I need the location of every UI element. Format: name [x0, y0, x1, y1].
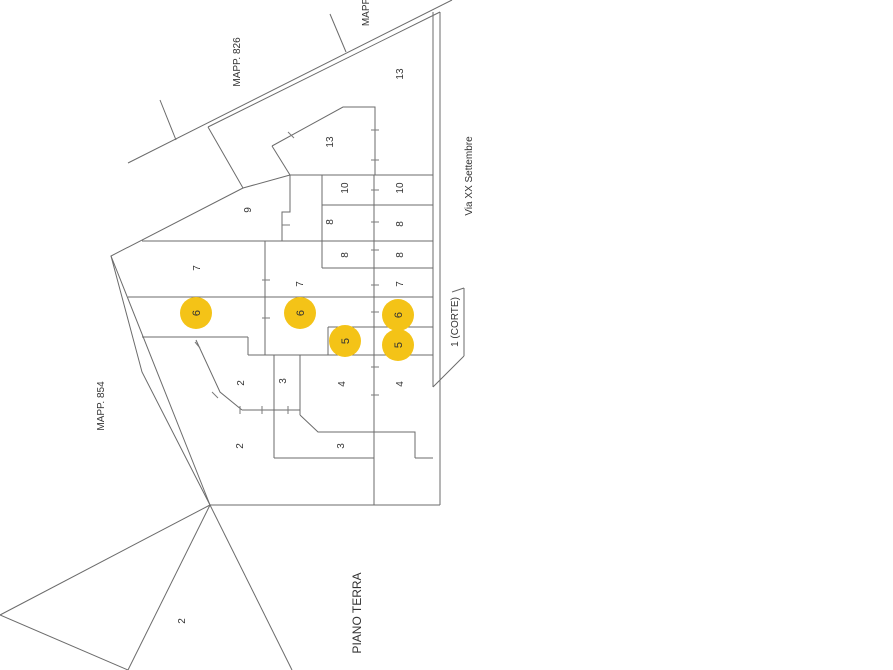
marker-circle [284, 297, 316, 329]
marker-label: 5 [393, 342, 405, 348]
marker-circle [382, 299, 414, 331]
room-label: 8 [325, 219, 336, 225]
marker-circle [329, 325, 361, 357]
label-mapp-854: MAPP. 854 [96, 381, 107, 431]
room-label: 10 [340, 182, 351, 194]
building-outline [0, 126, 440, 670]
marker-label: 6 [295, 310, 307, 316]
room-label: 2 [236, 380, 247, 386]
label-via-xx-settembre: Via XX Settembre [464, 136, 475, 216]
street-lines [127, 0, 465, 505]
room-label: 9 [243, 207, 254, 213]
room-label: 3 [336, 443, 347, 449]
label-corte: 1 (CORTE) [450, 297, 461, 347]
marker-circle [180, 297, 212, 329]
marker-label: 6 [191, 310, 203, 316]
marker-label: 5 [340, 338, 352, 344]
room-label: 3 [278, 378, 289, 384]
marker-label: 6 [393, 312, 405, 318]
label-mapp-top: MAPP [361, 0, 372, 26]
room-label: 4 [337, 381, 348, 387]
highlight-markers: 6 6 6 5 5 [180, 297, 414, 361]
room-label: 2 [235, 443, 246, 449]
room-label: 8 [340, 252, 351, 258]
label-mapp-826: MAPP. 826 [232, 37, 243, 87]
marker-circle [382, 329, 414, 361]
room-label: 10 [395, 182, 406, 194]
room-label: 13 [325, 136, 336, 148]
room-label: 7 [395, 281, 406, 287]
room-label: 7 [295, 281, 306, 287]
label-piano-terra: PIANO TERRA [350, 572, 364, 653]
room-label: 4 [395, 381, 406, 387]
room-label: 2 [177, 618, 188, 624]
door-ticks [194, 129, 379, 414]
room-label: 13 [395, 68, 406, 80]
room-numbers: 13 13 10 10 9 8 8 8 8 7 7 7 4 4 3 3 2 2 … [177, 68, 406, 624]
room-label: 8 [395, 221, 406, 227]
interior-walls [128, 106, 433, 505]
room-label: 7 [192, 265, 203, 271]
room-label: 8 [395, 252, 406, 258]
